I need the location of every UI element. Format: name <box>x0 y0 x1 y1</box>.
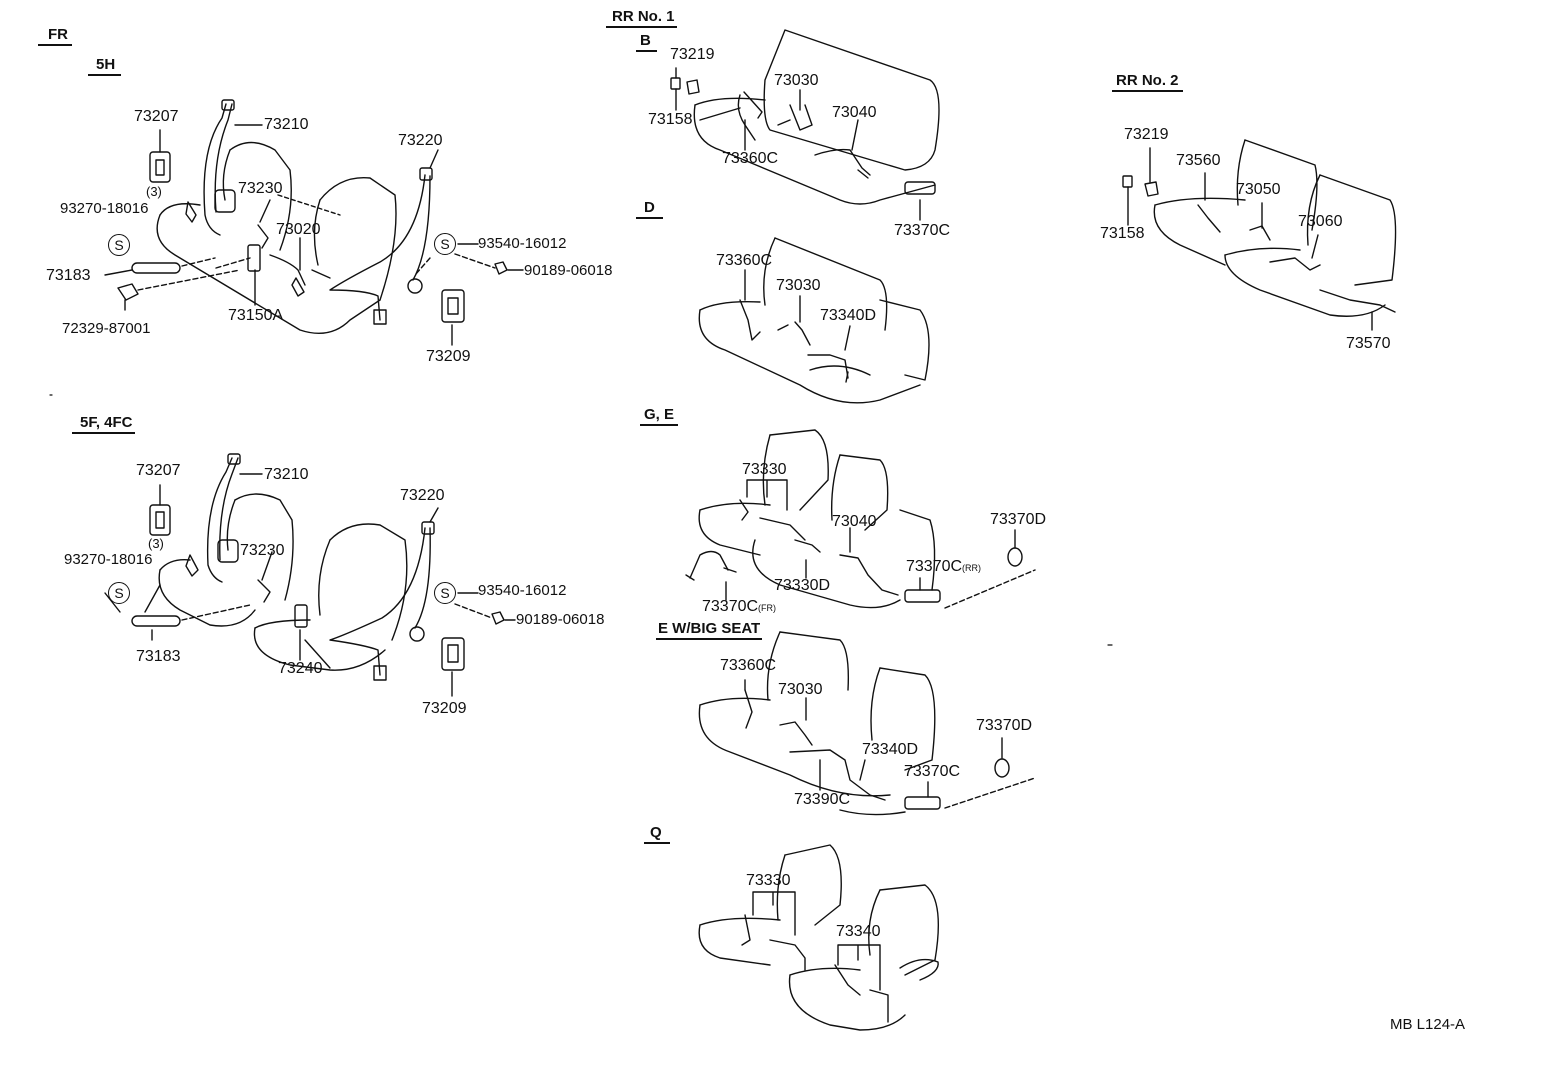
part-label: 73030 <box>778 681 823 698</box>
quantity-label: (3) <box>148 536 164 551</box>
part-label: 73390C <box>794 791 851 808</box>
part-label: 73370D <box>990 511 1047 528</box>
part-label: 73370C <box>894 222 951 239</box>
part-label: 73150A <box>228 307 284 324</box>
part-label: 73370D <box>976 717 1033 734</box>
section-fr-heading: FR <box>38 26 72 46</box>
part-label: 73340 <box>836 923 881 940</box>
part-label: 73183 <box>136 648 181 665</box>
part-label: 93270-18016 <box>64 551 153 568</box>
part-label: 93540-16012 <box>478 582 567 599</box>
section-rr1-ge-heading: G, E <box>640 406 679 426</box>
part-label: 73158 <box>648 111 693 128</box>
part-label: 73330 <box>746 872 791 889</box>
rr1-d-seat-art <box>698 237 930 404</box>
part-label: 73330D <box>774 577 831 594</box>
part-label: 73330 <box>742 461 787 478</box>
section-rr1-b-heading: B <box>636 32 657 52</box>
part-label: 73370C(FR) <box>702 598 776 617</box>
rr2-seat-art <box>1122 139 1397 331</box>
s-standard-part-icon: S <box>434 233 456 255</box>
part-label: 73570 <box>1346 335 1391 352</box>
part-label: 73560 <box>1176 152 1221 169</box>
quantity-label: (3) <box>146 184 162 199</box>
section-rr1-heading: RR No. 1 <box>606 8 677 28</box>
part-label: 73209 <box>426 348 471 365</box>
part-label: 73020 <box>276 221 321 238</box>
part-label: 73207 <box>134 108 179 125</box>
part-label: 73040 <box>832 104 877 121</box>
diagram-code: MB L124-A <box>1390 1016 1466 1033</box>
rr1-ebig-seat-art <box>698 631 1036 816</box>
section-rr1-q-heading: Q <box>644 824 670 844</box>
rr1-b-seat-art <box>670 29 940 221</box>
part-label: 90189-06018 <box>524 262 613 279</box>
part-label: 73370C <box>904 763 961 780</box>
section-rr1-d-heading: D <box>636 199 663 219</box>
part-label: 73370C(RR) <box>906 558 981 577</box>
part-label: 73360C <box>720 657 777 674</box>
part-label: 73030 <box>774 72 819 89</box>
part-label: 73340D <box>862 741 919 758</box>
s-standard-part-icon: S <box>108 582 130 604</box>
part-number: 73370C <box>702 598 759 615</box>
part-label: 93540-16012 <box>478 235 567 252</box>
part-label: 72329-87001 <box>62 320 151 337</box>
part-label: 73219 <box>1124 126 1169 143</box>
part-label: 93270-18016 <box>60 200 149 217</box>
part-label: 73230 <box>240 542 285 559</box>
rr1-ge-seat-art <box>685 429 1036 609</box>
s-standard-part-icon: S <box>434 582 456 604</box>
part-label: 73219 <box>670 46 715 63</box>
part-label: 73220 <box>398 132 443 149</box>
part-label: 73360C <box>716 252 773 269</box>
section-fr-5f-heading: 5F, 4FC <box>72 414 135 434</box>
section-fr-5h-heading: 5H <box>88 56 122 76</box>
s-standard-part-icon: S <box>108 234 130 256</box>
fr-suffix-label: (FR) <box>758 603 777 613</box>
part-number: 73370C <box>906 558 963 575</box>
part-label: 73360C <box>722 150 779 167</box>
part-label: 73040 <box>832 513 877 530</box>
part-label: 73158 <box>1100 225 1145 242</box>
part-label: 73210 <box>264 466 309 483</box>
part-label: 73050 <box>1236 181 1281 198</box>
part-label: 90189-06018 <box>516 611 605 628</box>
section-rr1-ebig-heading: E W/BIG SEAT <box>656 620 763 640</box>
part-label: 73220 <box>400 487 445 504</box>
part-label: 73240 <box>278 660 323 677</box>
part-label: 73340D <box>820 307 877 324</box>
fr-5f-seat-art <box>104 453 516 697</box>
part-label: 73060 <box>1298 213 1343 230</box>
part-label: 73183 <box>46 267 91 284</box>
part-label: 73207 <box>136 462 181 479</box>
rr1-q-seat-art <box>698 844 939 1031</box>
part-label: 73209 <box>422 700 467 717</box>
rr-suffix-label: (RR) <box>962 563 982 573</box>
part-label: 73230 <box>238 180 283 197</box>
part-label: 73210 <box>264 116 309 133</box>
section-rr2-heading: RR No. 2 <box>1112 72 1183 92</box>
part-label: 73030 <box>776 277 821 294</box>
fr-5h-seat-art <box>104 99 524 346</box>
